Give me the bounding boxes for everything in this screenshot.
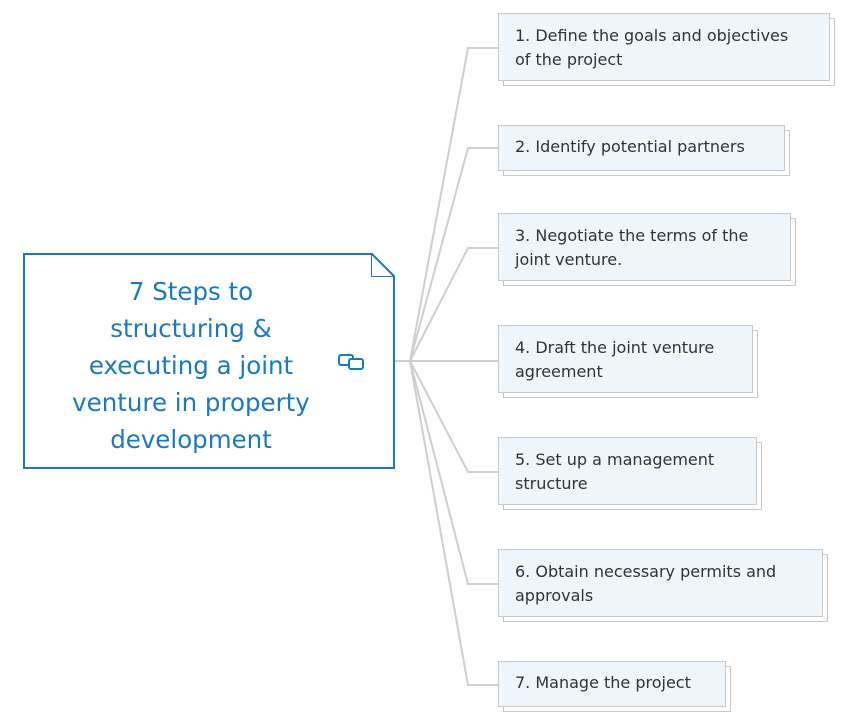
step-node-4[interactable]: 4. Draft the joint venture agreement — [498, 325, 758, 398]
connector-2 — [409, 147, 498, 362]
step-label: 5. Set up a management structure — [515, 450, 715, 493]
page-fold-icon — [371, 253, 395, 277]
step-label: 1. Define the goals and objectives of th… — [515, 26, 789, 69]
connector-6 — [409, 360, 498, 585]
node-box — [498, 549, 823, 617]
connector-5 — [409, 360, 498, 473]
node-box — [498, 661, 726, 707]
step-node-6[interactable]: 6. Obtain necessary permits and approval… — [498, 549, 828, 622]
step-label: 7. Manage the project — [515, 673, 691, 692]
step-node-1[interactable]: 1. Define the goals and objectives of th… — [498, 13, 835, 86]
step-label: 2. Identify potential partners — [515, 137, 745, 156]
node-box — [498, 13, 830, 81]
connector-3 — [409, 247, 498, 362]
step-label: 6. Obtain necessary permits and approval… — [515, 562, 777, 605]
step-node-5[interactable]: 5. Set up a management structure — [498, 437, 762, 510]
connector-7 — [409, 360, 498, 686]
step-node-3[interactable]: 3. Negotiate the terms of the joint vent… — [498, 213, 796, 286]
central-topic-title: 7 Steps to structuring & executing a joi… — [72, 277, 310, 454]
step-node-2[interactable]: 2. Identify potential partners — [498, 125, 790, 176]
node-box — [498, 213, 791, 281]
connector-1 — [409, 47, 498, 362]
central-topic[interactable]: 7 Steps to structuring & executing a joi… — [23, 253, 395, 469]
node-box — [498, 325, 753, 393]
link-icon[interactable] — [337, 351, 367, 373]
step-label: 4. Draft the joint venture agreement — [515, 338, 715, 381]
node-box — [498, 125, 785, 171]
node-box — [498, 437, 757, 505]
step-label: 3. Negotiate the terms of the joint vent… — [515, 226, 749, 269]
step-node-7[interactable]: 7. Manage the project — [498, 661, 731, 712]
